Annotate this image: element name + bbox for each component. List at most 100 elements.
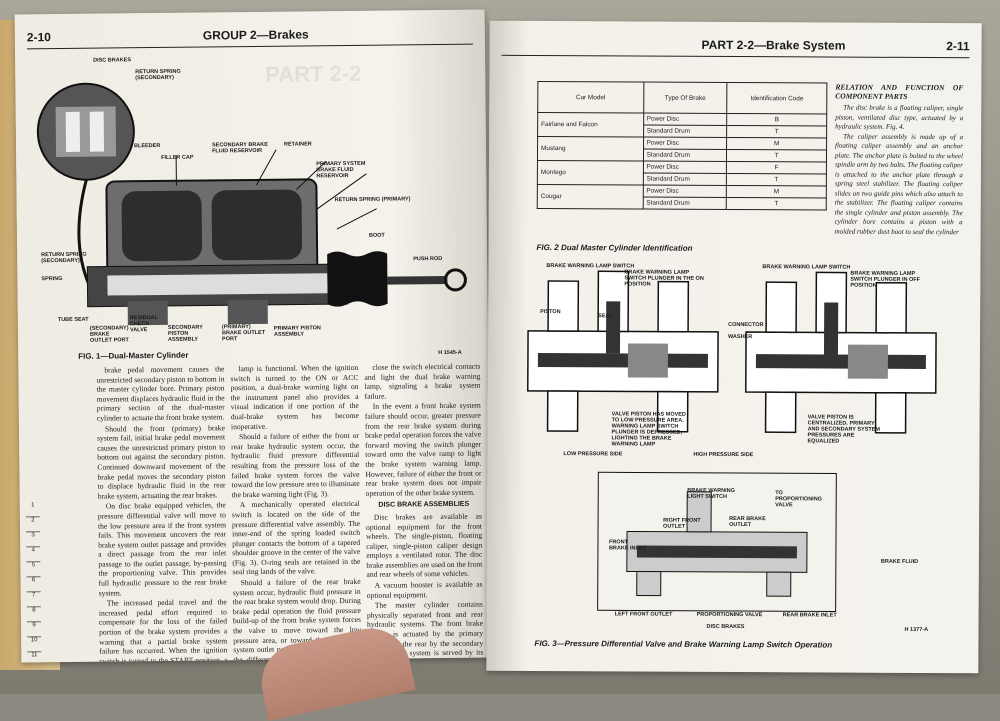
left-page: PART 2-2 2-10 GROUP 2—Brakes DISC BRAKES…: [15, 10, 492, 663]
table-header: Car Model: [538, 81, 644, 113]
paragraph: The disc brake is a floating caliper, si…: [835, 104, 963, 133]
brake-type: Standard Drum: [643, 173, 727, 185]
tab-marker: 4: [26, 547, 40, 562]
paragraph: A vacuum booster is available as optiona…: [367, 580, 483, 600]
label-piston: PISTON: [540, 309, 560, 315]
paragraph: On disc brake equipped vehicles, the pre…: [98, 501, 227, 598]
label-right-front-outlet: RIGHT FRONT OUTLET: [663, 518, 703, 530]
brake-type: Standard Drum: [643, 125, 727, 137]
label-primary-outlet: (PRIMARY) BRAKE OUTLET PORT: [222, 324, 266, 342]
part-title: PART 2-2—Brake System: [702, 38, 846, 53]
label-rear-brake-inlet: REAR BRAKE INLET: [783, 612, 837, 618]
label-rear-brake-outlet: REAR BRAKE OUTLET: [729, 516, 769, 528]
left-text-column-1: brake pedal movement causes the unrestri…: [96, 364, 227, 662]
label-retainer: RETAINER: [284, 141, 312, 147]
page-number: 2-10: [27, 30, 51, 44]
label-left-front-outlet: LEFT FRONT OUTLET: [615, 611, 673, 617]
brake-type: Power Disc: [643, 113, 727, 125]
car-model: Montego: [537, 160, 643, 185]
label-front-brake-inlet: FRONT BRAKE INLET: [609, 539, 649, 551]
label-primary-reservoir: PRIMARY SYSTEM BRAKE FLUID RESERVOIR: [316, 161, 386, 180]
label-disc-brakes: DISC BRAKES: [93, 57, 131, 63]
label-washer: WASHER: [728, 334, 752, 340]
table-header-row: Car Model Type Of Brake Identification C…: [538, 81, 827, 114]
brake-type: Power Disc: [643, 185, 727, 197]
paragraph: A mechanically operated electrical switc…: [232, 499, 361, 577]
label-brake-fluid: BRAKE FLUID: [881, 559, 918, 565]
paragraph: In the event a front brake system failur…: [365, 401, 482, 498]
id-code: T: [727, 173, 827, 186]
id-code: T: [727, 149, 827, 162]
label-connector: CONNECTOR: [728, 322, 763, 328]
label-disc-brakes-fig3: DISC BRAKES: [707, 624, 745, 630]
label-filler-cap: FILLER CAP: [161, 155, 193, 161]
section-heading-disc-brakes: DISC BRAKE ASSEMBLIES: [366, 500, 482, 511]
label-proportioning-valve: PROPORTIONING VALVE: [697, 612, 763, 618]
table-row: Cougar Power Disc M: [537, 184, 826, 198]
group-title: GROUP 2—Brakes: [203, 27, 309, 42]
figure3-code: H 1377-A: [905, 627, 929, 633]
label-primary-piston: PRIMARY PISTON ASSEMBLY: [274, 325, 324, 338]
label-warning-switch: BRAKE WARNING LIGHT SWITCH: [687, 488, 737, 500]
figure1-code: H 1545-A: [438, 350, 462, 356]
car-model: Mustang: [537, 136, 643, 161]
tab-marker: 1: [26, 502, 40, 517]
label-secondary-piston: SECONDARY PISTON ASSEMBLY: [168, 324, 218, 343]
paragraph: lamp is functional. When the ignition sw…: [230, 363, 359, 431]
label-push-rod: PUSH ROD: [413, 256, 442, 262]
tab-marker: 2: [26, 517, 40, 532]
table-header: Identification Code: [727, 82, 827, 114]
relation-function-sidebar: RELATION AND FUNCTION OF COMPONENT PARTS…: [835, 83, 964, 238]
sidebar-heading: RELATION AND FUNCTION OF COMPONENT PARTS: [835, 83, 963, 102]
id-code: F: [727, 161, 827, 174]
tab-marker: 7: [27, 592, 41, 607]
left-text-column-3: close the switch electrical contacts and…: [364, 362, 483, 663]
paragraph: The caliper assembly is made up of a flo…: [835, 132, 964, 237]
paragraph: The increased pedal travel and the incre…: [99, 598, 228, 663]
label-low-pressure: LOW PRESSURE SIDE: [563, 451, 622, 457]
id-code: M: [727, 185, 827, 198]
label-seal: SEAL: [598, 313, 613, 319]
label-residual-check-valve: RESIDUAL CHECK VALVE: [130, 315, 166, 333]
brake-type: Standard Drum: [643, 149, 727, 161]
paragraph: Should a failure of either the front or …: [231, 431, 360, 499]
index-tabs: 1 2 3 4 5 6 7 8 9 10 11 12 W: [26, 502, 42, 662]
brake-type: Standard Drum: [643, 197, 727, 209]
tab-marker: 8: [27, 607, 41, 622]
tab-marker: 10: [27, 637, 41, 652]
paragraph: close the switch electrical contacts and…: [364, 362, 480, 402]
right-page: PART 2-2—Brake System 2-11 Car Model Typ…: [486, 21, 981, 674]
label-return-spring-secondary-2: RETURN SPRING (SECONDARY): [41, 252, 91, 265]
table-row: Mustang Power Disc M: [538, 136, 827, 150]
figure1-caption: FIG. 1—Dual-Master Cylinder: [78, 351, 188, 361]
label-secondary-outlet: (SECONDARY) BRAKE OUTLET PORT: [90, 325, 130, 343]
paragraph: Should the front (primary) brake system …: [97, 423, 226, 501]
label-valve-moved: VALVE PISTON HAS MOVED TO LOW PRESSURE A…: [611, 411, 691, 447]
brake-type: Power Disc: [643, 161, 727, 173]
label-lamp-switch-b: BRAKE WARNING LAMP SWITCH: [762, 264, 850, 270]
label-high-pressure: HIGH PRESSURE SIDE: [693, 452, 753, 458]
left-text-column-2: lamp is functional. When the ignition sw…: [230, 363, 361, 663]
label-boot: BOOT: [369, 233, 385, 239]
label-return-spring-secondary: RETURN SPRING (SECONDARY): [135, 69, 195, 82]
label-tube-seat: TUBE SEAT: [58, 317, 89, 323]
valve-cross-section-drawing: [517, 261, 958, 463]
car-model: Fairlane and Falcon: [538, 112, 644, 137]
label-return-spring-primary: RETURN SPRING (PRIMARY): [335, 196, 415, 203]
tab-marker: 3: [26, 532, 40, 547]
paragraph: brake pedal movement causes the unrestri…: [96, 364, 225, 423]
label-plunger-on: BRAKE WARNING LAMP SWITCH PLUNGER IN THE…: [624, 269, 708, 287]
table-header: Type Of Brake: [643, 82, 727, 113]
brake-type: Power Disc: [643, 137, 727, 149]
tab-marker: 5: [26, 562, 40, 577]
left-page-header: 2-10 GROUP 2—Brakes: [27, 26, 473, 50]
table-row: Montego Power Disc F: [537, 160, 826, 174]
page-number: 2-11: [946, 39, 969, 53]
figure2-caption: FIG. 2 Dual Master Cylinder Identificati…: [536, 243, 692, 253]
figure3-caption: FIG. 3—Pressure Differential Valve and B…: [534, 639, 832, 650]
label-secondary-reservoir: SECONDARY BRAKE FLUID RESERVOIR: [212, 142, 272, 155]
identification-table: Car Model Type Of Brake Identification C…: [537, 81, 828, 211]
label-bleeder: BLEEDER: [134, 143, 160, 149]
tab-marker: 11: [27, 652, 41, 662]
id-code: M: [727, 137, 827, 150]
